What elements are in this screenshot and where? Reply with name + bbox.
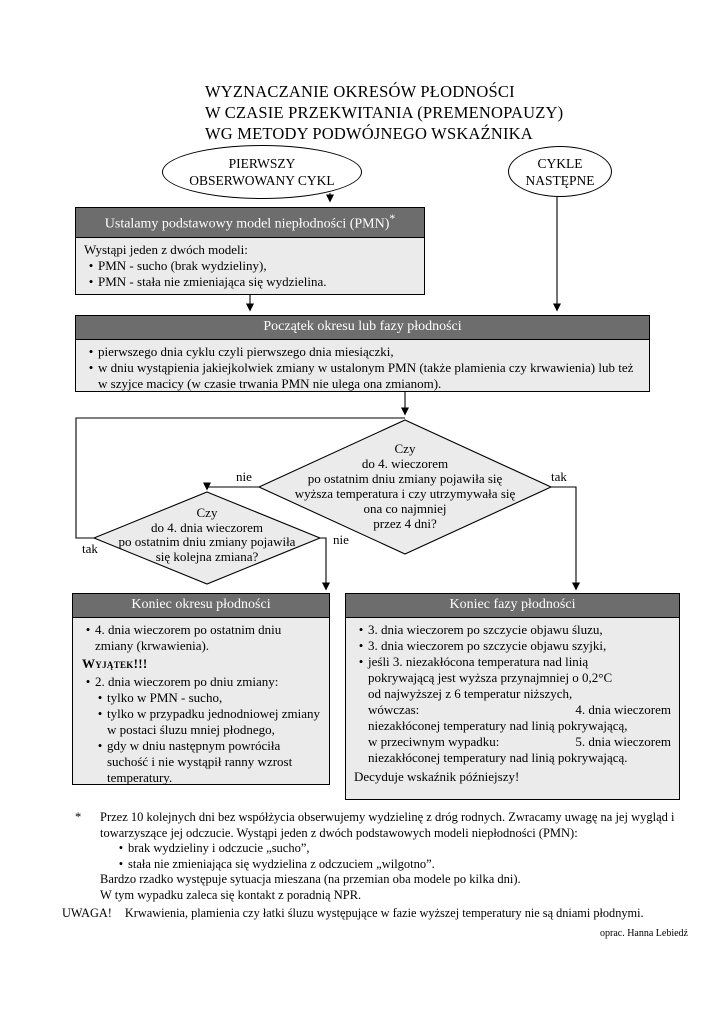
node-label: NASTĘPNE — [525, 172, 595, 188]
footnote-paragraph: W tym wypadku zaleca się kontakt z porad… — [100, 887, 362, 902]
temperature-rule: jeśli 3. niezakłócona temperatura nad li… — [368, 654, 671, 765]
bullet-icon: • — [85, 674, 91, 689]
title-line: WYZNACZANIE OKRESÓW PŁODNOŚCI — [205, 82, 515, 101]
exception-subitems: •tylko w PMN - sucho,•tylko w przypadku … — [93, 690, 321, 786]
arrow-change-no — [320, 537, 330, 591]
fertile-start-items: •pierwszego dnia cyklu czyli pierwszego … — [84, 344, 641, 392]
list-item: do 4. wieczorem — [361, 456, 449, 471]
node-label: CYKLE — [537, 155, 583, 171]
list-item: do 4. dnia wieczorem — [151, 519, 263, 535]
fertile-phase-end-items: •3. dnia wieczorem po szczycie objawu śl… — [354, 622, 671, 654]
node-label: OBSERWOWANY CYKL — [189, 173, 335, 188]
uwaga-text: Krwawienia, plamienia czy łatki śluzu wy… — [124, 906, 644, 920]
bullet-icon: • — [88, 344, 94, 359]
bullet-icon: • — [85, 622, 91, 637]
node-first-observed-cycle: PIERWSZY OBSERWOWANY CYKL — [162, 145, 362, 199]
list-item: •gdy w dniu następnym powróciła suchość … — [93, 738, 321, 786]
list-item: •stała nie zmieniająca się wydzielina z … — [114, 857, 693, 873]
bullet-icon: • — [97, 706, 103, 721]
exception-heading: Wyjątek!!! — [82, 656, 148, 671]
pmn-box-body: Wystąpi jeden z dwóch modeli: •PMN - suc… — [76, 238, 424, 293]
list-item: Czy — [394, 441, 416, 456]
footnote: * Przez 10 kolejnych dni bez współżycia … — [75, 810, 693, 903]
list-item: • 4. dnia wieczorem po ostatnim dniu zmi… — [81, 622, 321, 654]
arrow-temp-yes — [551, 486, 580, 591]
list-item: •tylko w PMN - sucho, — [93, 690, 321, 706]
fertile-period-end-body: • 4. dnia wieczorem po ostatnim dniu zmi… — [73, 618, 329, 789]
list-item: po ostatnim dniu zmiany pojawiła — [118, 534, 296, 549]
footnote-paragraph: Przez 10 kolejnych dni bez współżycia ob… — [100, 810, 675, 840]
edge-label-nie: nie — [234, 469, 254, 484]
bullet-icon: • — [358, 654, 364, 669]
arrow-temp-no — [203, 482, 260, 491]
uwaga-label: UWAGA! — [62, 906, 112, 920]
bullet-icon: • — [97, 738, 103, 753]
title-line: WG METODY PODWÓJNEGO WSKAŹNIKA — [205, 124, 533, 143]
node-label: PIERWSZY — [228, 156, 296, 171]
list-item: •tylko w przypadku jednodniowej zmiany w… — [93, 706, 321, 738]
edge-label-tak: tak — [80, 541, 100, 556]
list-item: ona co najmniej — [363, 501, 447, 516]
list-item: Czy — [196, 505, 218, 520]
list-item: • jeśli 3. niezakłócona temperatura nad … — [354, 654, 671, 766]
fertile-start-body: •pierwszego dnia cyklu czyli pierwszego … — [76, 340, 649, 395]
bullet-icon: • — [358, 622, 364, 637]
bullet-icon: • — [118, 856, 124, 871]
list-item: •3. dnia wieczorem po szczycie objawu sz… — [354, 638, 671, 654]
uwaga-note: UWAGA! Krwawienia, plamienia czy łatki ś… — [62, 906, 722, 921]
author-credit: oprac. Hanna Lebiedź — [599, 928, 688, 939]
list-item: •3. dnia wieczorem po szczycie objawu śl… — [354, 622, 671, 638]
pmn-box-header: Ustalamy podstawowy model niepłodności (… — [76, 208, 424, 238]
list-item: wyższa temperatura i czy utrzymywała się — [294, 486, 516, 501]
title-line: W CZASIE PRZEKWITANIA (PREMENOPAUZY) — [205, 103, 564, 122]
footnote-paragraph: Bardzo rzadko występuje sytuacja mieszan… — [100, 872, 521, 886]
footnote-marker: * — [389, 212, 396, 225]
fertile-phase-end-header: Koniec fazy płodności — [346, 594, 679, 618]
list-item: • 2. dnia wieczorem po dniu zmiany: — [81, 674, 321, 690]
pmn-model-box: Ustalamy podstawowy model niepłodności (… — [75, 207, 425, 295]
footnote-content: Przez 10 kolejnych dni bez współżycia ob… — [100, 810, 693, 903]
bullet-icon: • — [88, 360, 94, 375]
list-item: po ostatnim dniu zmiany pojawiła się — [307, 471, 503, 486]
bullet-icon: • — [88, 257, 94, 273]
edge-label-tak: tak — [549, 469, 569, 484]
page-title: WYZNACZANIE OKRESÓW PŁODNOŚCI W CZASIE P… — [205, 81, 563, 144]
footnote-marker: * — [75, 810, 82, 824]
fertile-start-header: Początek okresu lub fazy płodności — [76, 316, 649, 340]
bullet-icon: • — [97, 690, 103, 705]
deciding-indicator-note: Decyduje wskaźnik późniejszy! — [354, 769, 520, 784]
list-item: •PMN - stała nie zmieniająca się wydziel… — [84, 274, 416, 290]
fertile-period-end-header: Koniec okresu płodności — [73, 594, 329, 618]
bullet-icon: • — [118, 841, 124, 855]
node-next-cycles: CYKLE NASTĘPNE — [508, 146, 612, 197]
list-item: •brak wydzieliny i odczucie „sucho”, — [114, 841, 693, 857]
list-item: •pierwszego dnia cyklu czyli pierwszego … — [84, 344, 641, 360]
fertile-phase-end-body: •3. dnia wieczorem po szczycie objawu śl… — [346, 618, 679, 788]
list-item: •PMN - sucho (brak wydzieliny), — [84, 258, 416, 274]
fertile-phase-end-box: Koniec fazy płodności •3. dnia wieczorem… — [345, 593, 680, 800]
list-item: •w dniu wystąpienia jakiejkolwiek zmiany… — [84, 360, 641, 392]
bullet-icon: • — [88, 273, 94, 289]
bullet-icon: • — [358, 638, 364, 653]
list-item: się kolejna zmiana? — [155, 548, 259, 564]
fertile-start-box: Początek okresu lub fazy płodności •pier… — [75, 315, 650, 392]
list-item: przez 4 dni? — [373, 516, 437, 531]
fertile-period-end-box: Koniec okresu płodności • 4. dnia wieczo… — [72, 593, 330, 785]
pmn-items: •PMN - sucho (brak wydzieliny),•PMN - st… — [84, 258, 416, 290]
footnote-items: •brak wydzieliny i odczucie „sucho”,•sta… — [114, 841, 693, 872]
pmn-intro: Wystąpi jeden z dwóch modeli: — [84, 241, 248, 257]
edge-label-nie: nie — [331, 532, 351, 547]
